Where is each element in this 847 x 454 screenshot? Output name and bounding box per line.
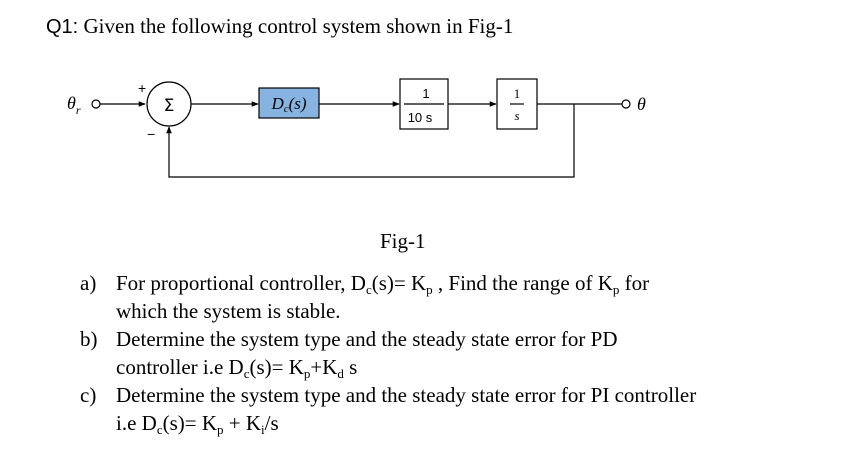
controller-label: Dc(s) xyxy=(270,94,306,115)
sum-symbol: Σ xyxy=(164,96,175,116)
question-b-line-1: Determine the system type and the steady… xyxy=(116,327,618,351)
minus-sign: − xyxy=(147,126,155,142)
plant-block-1-denominator: 10 s xyxy=(408,110,433,125)
question-a: a) For proportional controller, Dc(s)= K… xyxy=(80,269,820,325)
question-number: Q1: xyxy=(46,16,79,38)
question-c: c) Determine the system type and the ste… xyxy=(80,381,820,437)
question-c-label: c) xyxy=(80,383,97,407)
question-list: a) For proportional controller, Dc(s)= K… xyxy=(80,269,820,437)
feedback-path xyxy=(166,104,575,178)
input-terminal xyxy=(91,99,101,109)
output-terminal xyxy=(621,99,631,109)
question-b-label: b) xyxy=(80,327,98,351)
question-b-line-2: controller i.e Dc(s)= Kp+Kd s xyxy=(116,355,358,381)
plant-block-1-numerator: 1 xyxy=(422,86,429,101)
plant-block-2-denominator: s xyxy=(514,108,519,123)
figure-caption: Fig-1 xyxy=(380,229,426,253)
question-a-line-2: which the system is stable. xyxy=(116,299,341,323)
input-theta-label: θr xyxy=(67,93,81,117)
question-a-line-1: For proportional controller, Dc(s)= Kp ,… xyxy=(116,271,650,297)
output-theta-label: θ xyxy=(637,94,646,114)
question-text: Given the following control system shown… xyxy=(83,14,514,38)
question-a-label: a) xyxy=(80,271,97,295)
question-title: Q1: Given the following control system s… xyxy=(46,14,513,39)
plus-sign: + xyxy=(138,80,146,96)
controller-block xyxy=(258,87,320,119)
plant-block-2-numerator: 1 xyxy=(514,86,521,101)
input-subscript: r xyxy=(76,103,81,117)
question-c-line-1: Determine the system type and the steady… xyxy=(116,383,697,407)
block-diagram: θr Σ + − Dc(s) 1 10 s 1 s θ xyxy=(67,78,646,178)
question-b: b) Determine the system type and the ste… xyxy=(80,325,820,381)
question-c-line-2: i.e Dc(s)= Kp + Ki/s xyxy=(116,411,279,437)
